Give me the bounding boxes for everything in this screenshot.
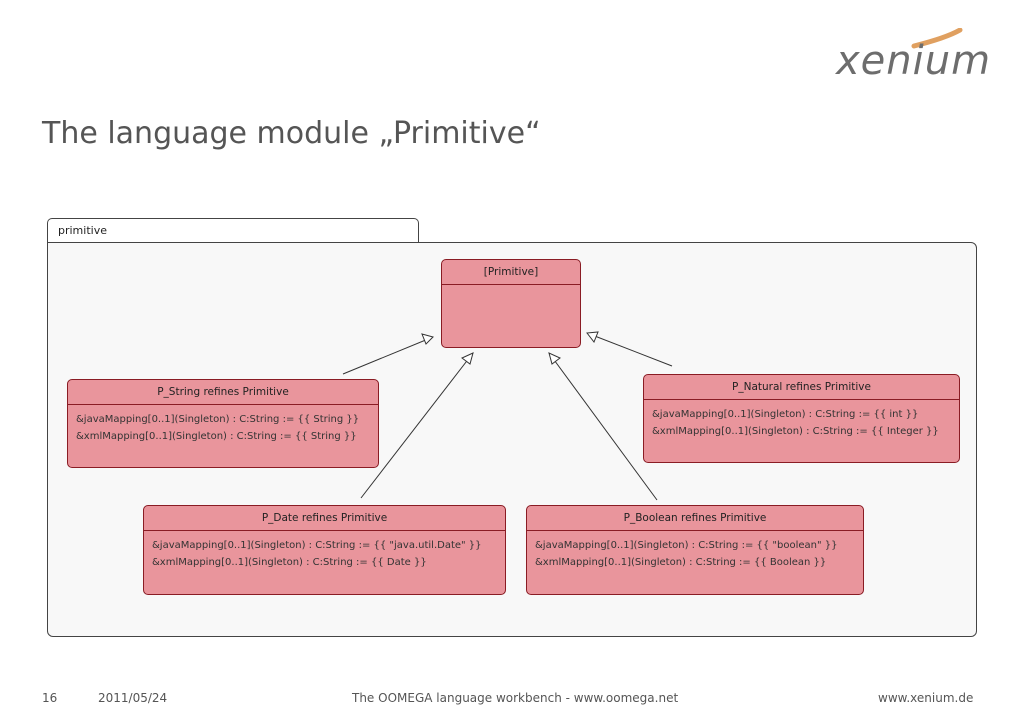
arrow-boolean-line: [548, 352, 658, 501]
logo-text: xenium: [836, 38, 992, 84]
class-name: P_Boolean refines Primitive: [527, 506, 863, 531]
arrow-natural-line: [586, 332, 673, 367]
class-attribute: &xmlMapping[0..1](Singleton) : C:String …: [152, 557, 427, 568]
class-name: P_Natural refines Primitive: [644, 375, 959, 400]
slide-title: The language module „Primitive“: [42, 116, 541, 151]
arrow-natural-head: [586, 331, 599, 343]
class-p-string[interactable]: P_String refines Primitive &javaMapping[…: [67, 379, 379, 468]
xenium-logo: xenium: [836, 28, 990, 90]
arrow-string-head: [421, 333, 434, 345]
arrow-boolean-head: [548, 352, 561, 365]
arrow-date-line: [360, 352, 474, 499]
class-name: P_String refines Primitive: [68, 380, 378, 405]
arrow-date-head: [461, 352, 474, 365]
class-attribute: &xmlMapping[0..1](Singleton) : C:String …: [76, 431, 357, 442]
footer-date: 2011/05/24: [98, 691, 168, 705]
logo-swoosh-icon: [911, 28, 963, 49]
class-p-natural[interactable]: P_Natural refines Primitive &javaMapping…: [643, 374, 960, 463]
footer-page-number: 16: [42, 691, 58, 705]
package-name: primitive: [58, 224, 107, 237]
class-primitive[interactable]: [Primitive]: [441, 259, 581, 348]
class-attribute: &xmlMapping[0..1](Singleton) : C:String …: [652, 426, 939, 437]
arrow-string-line: [342, 336, 434, 375]
class-p-date[interactable]: P_Date refines Primitive &javaMapping[0.…: [143, 505, 506, 595]
class-p-boolean[interactable]: P_Boolean refines Primitive &javaMapping…: [526, 505, 864, 595]
class-attribute: &javaMapping[0..1](Singleton) : C:String…: [76, 414, 360, 425]
class-attribute: &javaMapping[0..1](Singleton) : C:String…: [152, 540, 482, 551]
class-name: [Primitive]: [442, 260, 580, 285]
package-tab: primitive: [47, 218, 419, 242]
class-name: P_Date refines Primitive: [144, 506, 505, 531]
footer-center-text: The OOMEGA language workbench - www.oome…: [352, 691, 679, 705]
footer-website: www.xenium.de: [878, 691, 974, 705]
class-attribute: &javaMapping[0..1](Singleton) : C:String…: [652, 409, 919, 420]
class-attribute: &xmlMapping[0..1](Singleton) : C:String …: [535, 557, 827, 568]
class-attribute: &javaMapping[0..1](Singleton) : C:String…: [535, 540, 838, 551]
